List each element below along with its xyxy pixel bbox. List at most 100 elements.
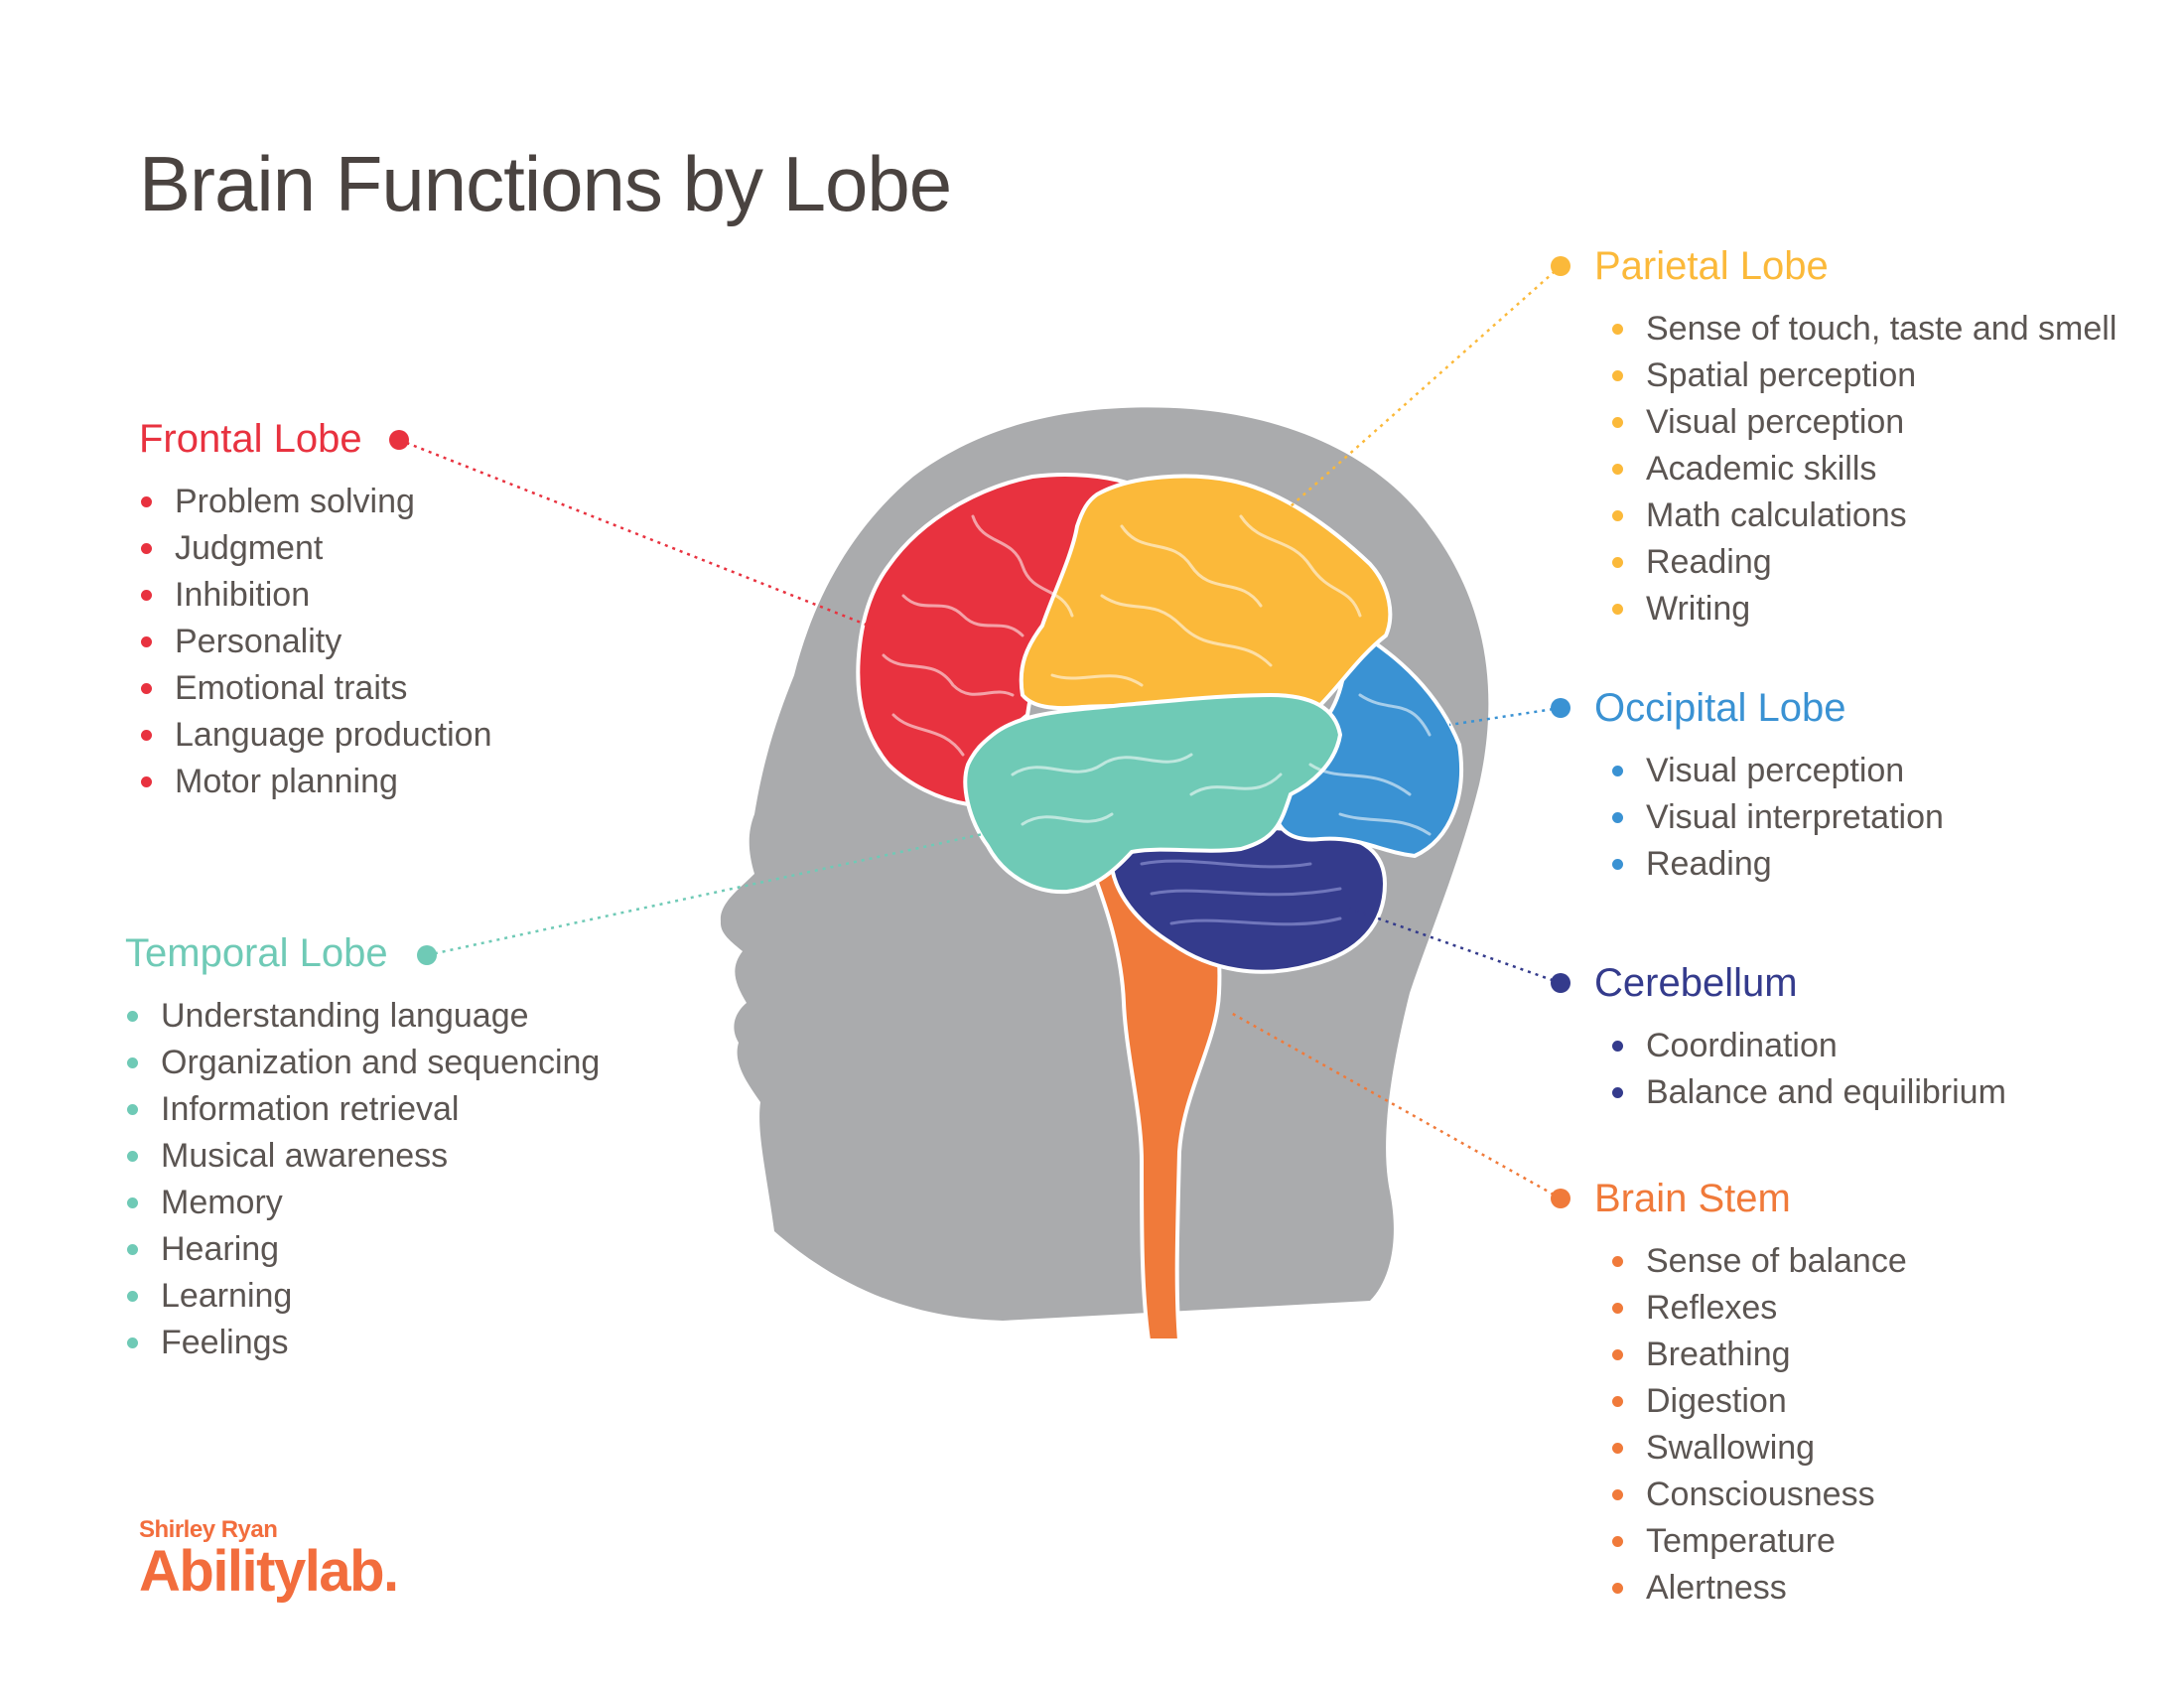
occipital-list-item-text: Reading [1646,845,1772,883]
parietal-connector-dot [1551,256,1570,276]
temporal-list-item-text: Hearing [161,1230,280,1268]
bullet-icon [1612,1087,1623,1098]
occipital-list-item: Visual perception [1610,748,1944,794]
parietal-list-item-text: Sense of touch, taste and smell [1646,310,2117,348]
bullet-icon [127,1151,138,1162]
brainstem-list-item: Alertness [1610,1565,1907,1612]
bullet-icon [1612,766,1623,776]
bullet-icon [1612,1396,1623,1407]
cerebellum-title: Cerebellum [1594,961,1798,1005]
temporal-list-item-text: Organization and sequencing [161,1044,601,1081]
bullet-icon [141,683,152,694]
brainstem-list-item: Temperature [1610,1518,1907,1565]
cerebellum-list-item: Balance and equilibrium [1610,1069,2006,1116]
temporal-list-item-text: Memory [161,1184,283,1221]
cerebellum-connector-dot [1551,973,1570,993]
occipital-list-item: Reading [1610,841,1944,888]
bullet-icon [141,730,152,741]
bullet-icon [127,1197,138,1208]
bullet-icon [127,1244,138,1255]
frontal-list-item: Emotional traits [139,665,492,712]
frontal-list-item-text: Language production [175,716,492,754]
occipital-list-item-text: Visual perception [1646,752,1905,789]
brainstem-list-item-text: Digestion [1646,1382,1787,1420]
frontal-list-item-text: Judgment [175,529,324,567]
brainstem-list-item-text: Temperature [1646,1522,1836,1560]
cerebellum-list-item: Coordination [1610,1023,2006,1069]
bullet-icon [1612,1256,1623,1267]
frontal-lobe-title: Frontal Lobe [139,417,362,461]
frontal-connector [398,438,875,630]
logo-top-text: Shirley Ryan [139,1516,278,1543]
frontal-list-item: Personality [139,619,492,665]
temporal-list-item: Feelings [125,1320,600,1366]
parietal-list-item-text: Math calculations [1646,496,1907,534]
parietal-list-item: Reading [1610,539,2116,586]
temporal-list-item: Musical awareness [125,1133,600,1180]
bullet-icon [141,590,152,601]
bullet-icon [1612,859,1623,870]
bullet-icon [1612,1583,1623,1594]
brainstem-title: Brain Stem [1594,1177,1791,1220]
parietal-lobe-section: Parietal Lobe Sense of touch, taste and … [1594,246,2116,633]
temporal-list-item: Understanding language [125,993,600,1040]
brainstem-list-item: Reflexes [1610,1285,1907,1332]
temporal-list-item-text: Learning [161,1277,293,1315]
occipital-lobe-title: Occipital Lobe [1594,686,1846,730]
bullet-icon [127,1337,138,1348]
frontal-list-item-text: Emotional traits [175,669,408,707]
bullet-icon [1612,417,1623,428]
temporal-list-item-text: Understanding language [161,997,529,1035]
bullet-icon [1612,324,1623,335]
brainstem-list-item: Swallowing [1610,1425,1907,1472]
parietal-lobe-title: Parietal Lobe [1594,244,1829,288]
temporal-list-item-text: Feelings [161,1324,289,1361]
brainstem-list-item-text: Consciousness [1646,1476,1875,1513]
temporal-list-item: Information retrieval [125,1086,600,1133]
occipital-list-item-text: Visual interpretation [1646,798,1944,836]
bullet-icon [141,496,152,507]
bullet-icon [1612,464,1623,475]
temporal-list-item: Hearing [125,1226,600,1273]
bullet-icon [1612,557,1623,568]
parietal-list-item-text: Visual perception [1646,403,1905,441]
frontal-list-item: Problem solving [139,479,492,525]
temporal-list-item: Memory [125,1180,600,1226]
bullet-icon [141,543,152,554]
brainstem-list-item: Breathing [1610,1332,1907,1378]
bullet-icon [141,776,152,787]
frontal-list-item-text: Problem solving [175,483,415,520]
occipital-list-item: Visual interpretation [1610,794,1944,841]
bullet-icon [1612,1349,1623,1360]
bullet-icon [127,1291,138,1302]
brainstem-list-item: Digestion [1610,1378,1907,1425]
brainstem-list-item-text: Reflexes [1646,1289,1778,1327]
parietal-list-item-text: Spatial perception [1646,356,1917,394]
bullet-icon [1612,1041,1623,1052]
parietal-list-item: Writing [1610,586,2116,633]
temporal-connector-dot [417,945,437,965]
bullet-icon [1612,510,1623,521]
brainstem-list-item: Sense of balance [1610,1238,1907,1285]
occipital-connector [1448,706,1562,727]
parietal-list-item-text: Writing [1646,590,1751,628]
occipital-connector-dot [1551,698,1570,718]
frontal-list-item-text: Personality [175,623,342,660]
brainstem-list-item-text: Alertness [1646,1569,1787,1607]
frontal-connector-dot [389,430,409,450]
parietal-list-item: Sense of touch, taste and smell [1610,306,2116,352]
brainstem-list-item: Consciousness [1610,1472,1907,1518]
parietal-list-item: Math calculations [1610,492,2116,539]
temporal-lobe-title: Temporal Lobe [125,931,388,975]
logo-main-text: Abilitylab. [139,1539,399,1604]
cerebellum-list-item-text: Balance and equilibrium [1646,1073,2006,1111]
cerebellum-connector [1349,907,1562,985]
brain-stem-shape [1089,866,1222,1342]
temporal-lobe-shape [963,692,1343,895]
connector-lines [398,265,1562,1200]
